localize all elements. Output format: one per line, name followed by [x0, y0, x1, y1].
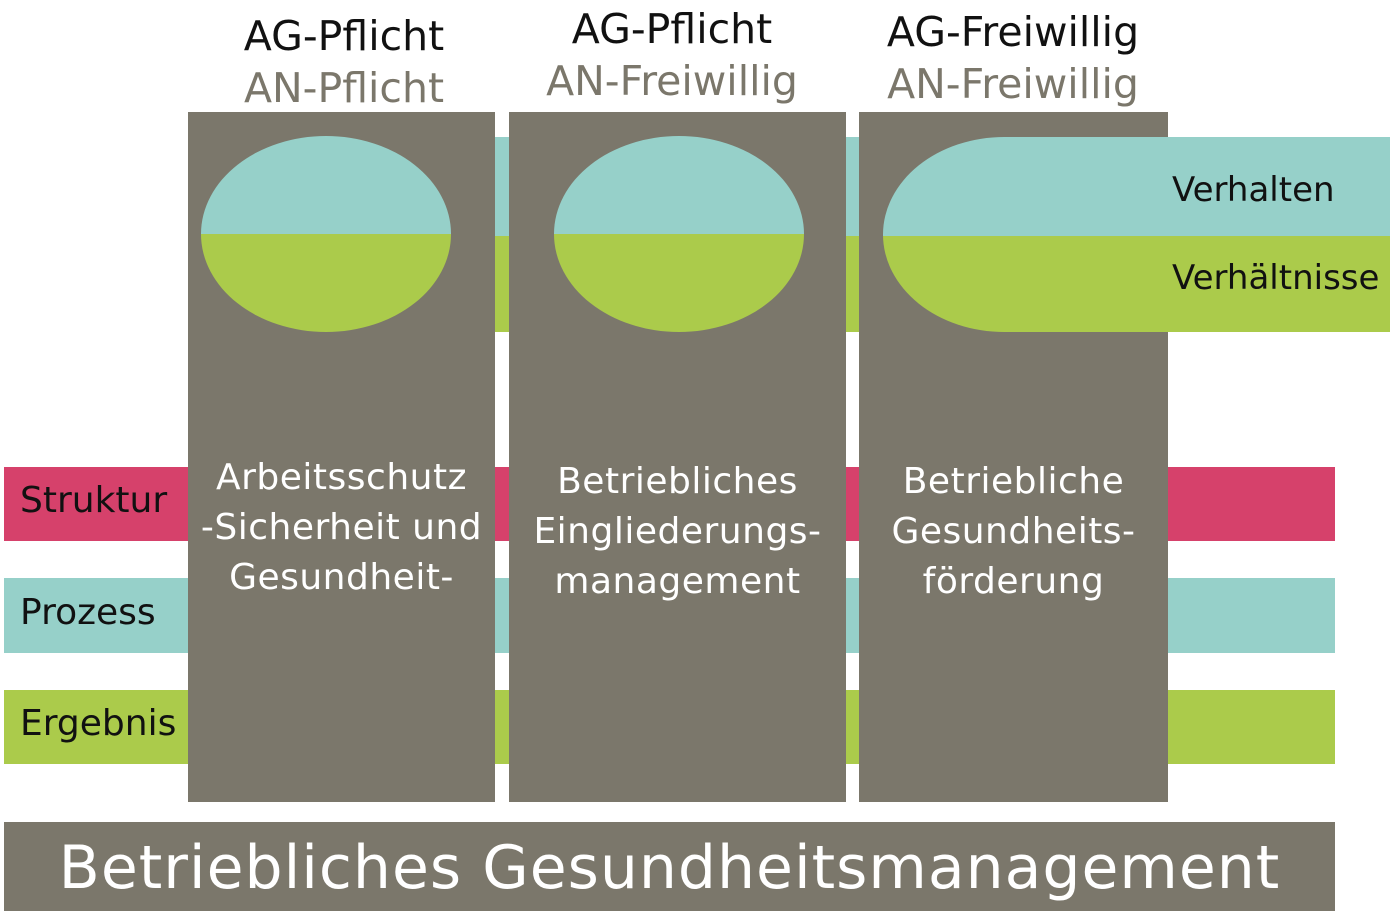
- pillar-label-line: Arbeitsschutz: [216, 457, 467, 498]
- foundation-title: Betriebliches Gesundheitsmanagement: [58, 833, 1281, 903]
- header-ag-label: AG-Freiwillig: [886, 8, 1140, 56]
- header-ag-label: AG-Pflicht: [571, 5, 773, 53]
- pillar-label: Betriebliches Eingliederungs- management: [509, 457, 846, 607]
- pillar-label-line: Betriebliches: [557, 461, 798, 502]
- pillar-label-line: management: [554, 561, 801, 602]
- row-label-ergebnis: Ergebnis: [20, 703, 177, 744]
- verhaeltnisse-label: Verhältnisse: [1172, 258, 1380, 298]
- pillar-label-line: Eingliederungs-: [533, 511, 822, 552]
- header-bgf: AG-Freiwillig AN-Freiwillig: [833, 6, 1193, 110]
- verhalten-label: Verhalten: [1172, 170, 1335, 210]
- pillar-label: Arbeitsschutz -Sicherheit und Gesundheit…: [188, 453, 495, 603]
- header-an-label: AN-Pflicht: [243, 64, 445, 112]
- pillar-label: Betriebliche Gesundheits- förderung: [859, 457, 1168, 607]
- row-label-prozess: Prozess: [20, 592, 156, 633]
- verhalten-verhaeltnisse-oval: [554, 136, 804, 332]
- pillar-label-line: Gesundheits-: [891, 511, 1136, 552]
- pillar-label-line: Betriebliche: [902, 461, 1125, 502]
- pillar-label-line: Gesundheit-: [229, 557, 454, 598]
- row-label-struktur: Struktur: [20, 480, 168, 521]
- header-bem: AG-Pflicht AN-Freiwillig: [492, 3, 852, 107]
- verhalten-verhaeltnisse-capsule: [883, 137, 1390, 332]
- pillar-arbeitsschutz: Arbeitsschutz -Sicherheit und Gesundheit…: [188, 112, 495, 802]
- header-ag-label: AG-Pflicht: [243, 12, 445, 60]
- header-arbeitsschutz: AG-Pflicht AN-Pflicht: [164, 10, 524, 114]
- pillar-bem: Betriebliches Eingliederungs- management: [509, 112, 846, 802]
- verhalten-verhaeltnisse-oval: [201, 136, 451, 332]
- header-an-label: AN-Freiwillig: [887, 60, 1139, 108]
- pillar-label-line: -Sicherheit und: [200, 507, 483, 548]
- header-an-label: AN-Freiwillig: [546, 57, 798, 105]
- pillar-label-line: förderung: [922, 561, 1105, 602]
- foundation-bar: Betriebliches Gesundheitsmanagement: [4, 822, 1335, 911]
